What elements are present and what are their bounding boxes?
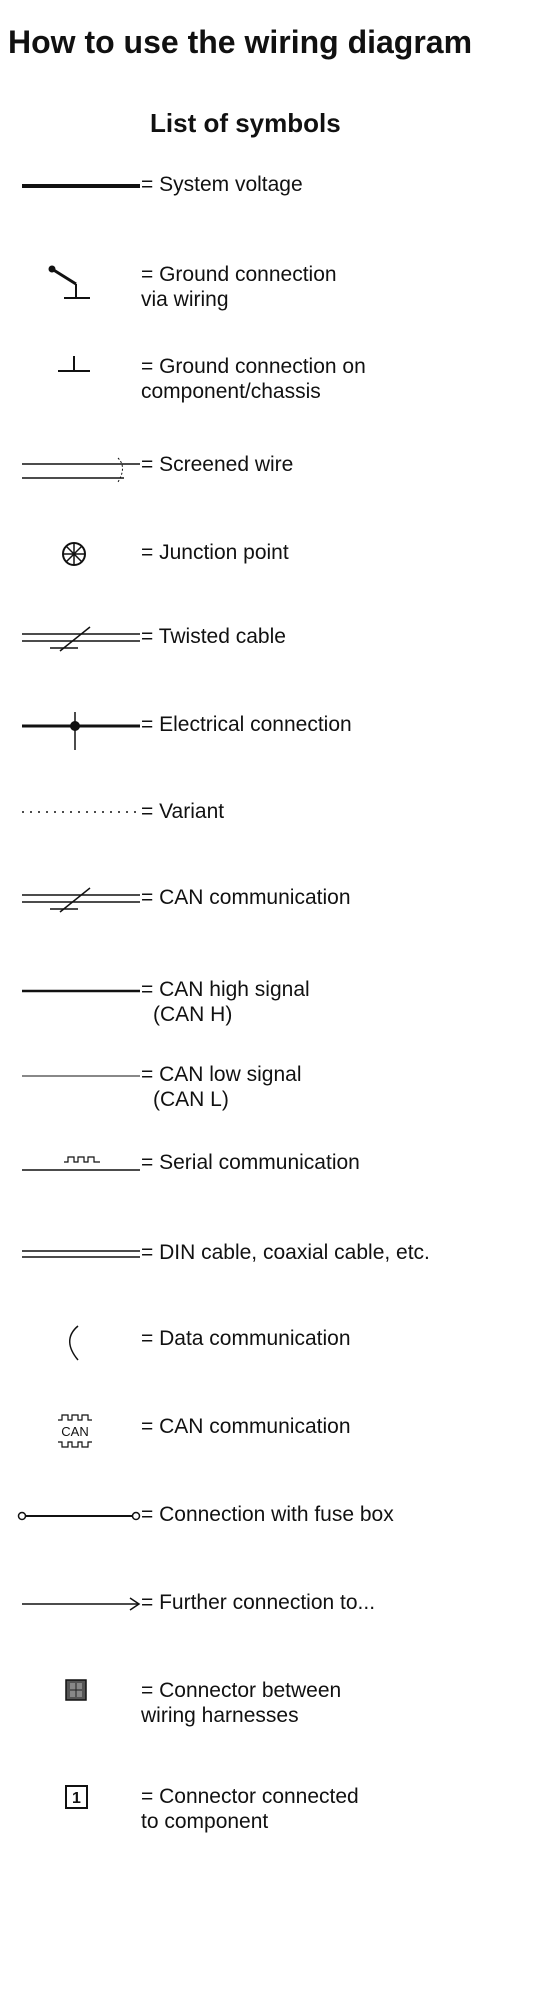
symbol-label: = Screened wire (141, 453, 294, 476)
din-double-line-icon (22, 1250, 140, 1258)
symbol-label: = CAN communication (141, 1415, 351, 1438)
ground-on-chassis-icon (58, 356, 90, 372)
symbol-label-line2: wiring harnesses (141, 1704, 299, 1727)
variant-dotted-line-icon (22, 811, 140, 813)
can-twisted-cable-icon (22, 887, 140, 913)
symbol-label: = DIN cable, coaxial cable, etc. (141, 1241, 430, 1264)
electrical-connection-icon (22, 712, 140, 750)
symbol-label: = CAN high signal (141, 978, 310, 1001)
symbol-label: = CAN communication (141, 886, 351, 909)
junction-point-icon (62, 542, 86, 566)
symbol-label: = Connector between (141, 1679, 342, 1702)
can-low-thin-line-icon (22, 1075, 140, 1077)
symbol-label: = Ground connection on (141, 355, 366, 378)
symbol-label: = Connector connected (141, 1785, 359, 1808)
symbol-label: = Serial communication (141, 1151, 360, 1174)
symbol-label: = Variant (141, 800, 225, 823)
ground-via-wiring-icon (48, 265, 90, 299)
symbol-label: = Junction point (141, 541, 289, 564)
symbol-label-line2: via wiring (141, 288, 229, 311)
page-title: How to use the wiring diagram (8, 24, 473, 60)
can-box-icon: CAN (58, 1414, 92, 1448)
can-box-label: CAN (61, 1424, 88, 1439)
symbol-label: = Ground connection (141, 263, 337, 286)
system-voltage-line-icon (22, 184, 140, 188)
twisted-cable-icon (22, 626, 140, 652)
serial-square-wave-icon (22, 1156, 140, 1171)
symbol-label: = CAN low signal (141, 1063, 302, 1086)
symbol-label: = System voltage (141, 173, 303, 196)
connector-between-harnesses-icon (65, 1679, 87, 1701)
symbol-label: = Data communication (141, 1327, 351, 1350)
symbol-label: = Electrical connection (141, 713, 352, 736)
symbol-label-line2: (CAN H) (153, 1003, 233, 1026)
data-curve-icon (69, 1325, 79, 1361)
further-connection-arrow-icon (22, 1597, 141, 1611)
symbol-label-line2: component/chassis (141, 380, 321, 403)
section-title: List of symbols (150, 108, 341, 138)
can-high-thick-line-icon (22, 989, 140, 993)
symbol-label-line2: (CAN L) (153, 1088, 229, 1111)
connector-to-component-icon: 1 (65, 1785, 88, 1809)
symbol-label-line2: to component (141, 1810, 269, 1833)
fuse-box-connection-icon (17, 1511, 141, 1521)
symbol-label: = Connection with fuse box (141, 1503, 394, 1526)
screened-wire-icon (22, 457, 140, 483)
connector-number: 1 (72, 1790, 81, 1807)
symbol-label: = Further connection to... (141, 1591, 376, 1614)
symbol-label: = Twisted cable (141, 625, 286, 648)
